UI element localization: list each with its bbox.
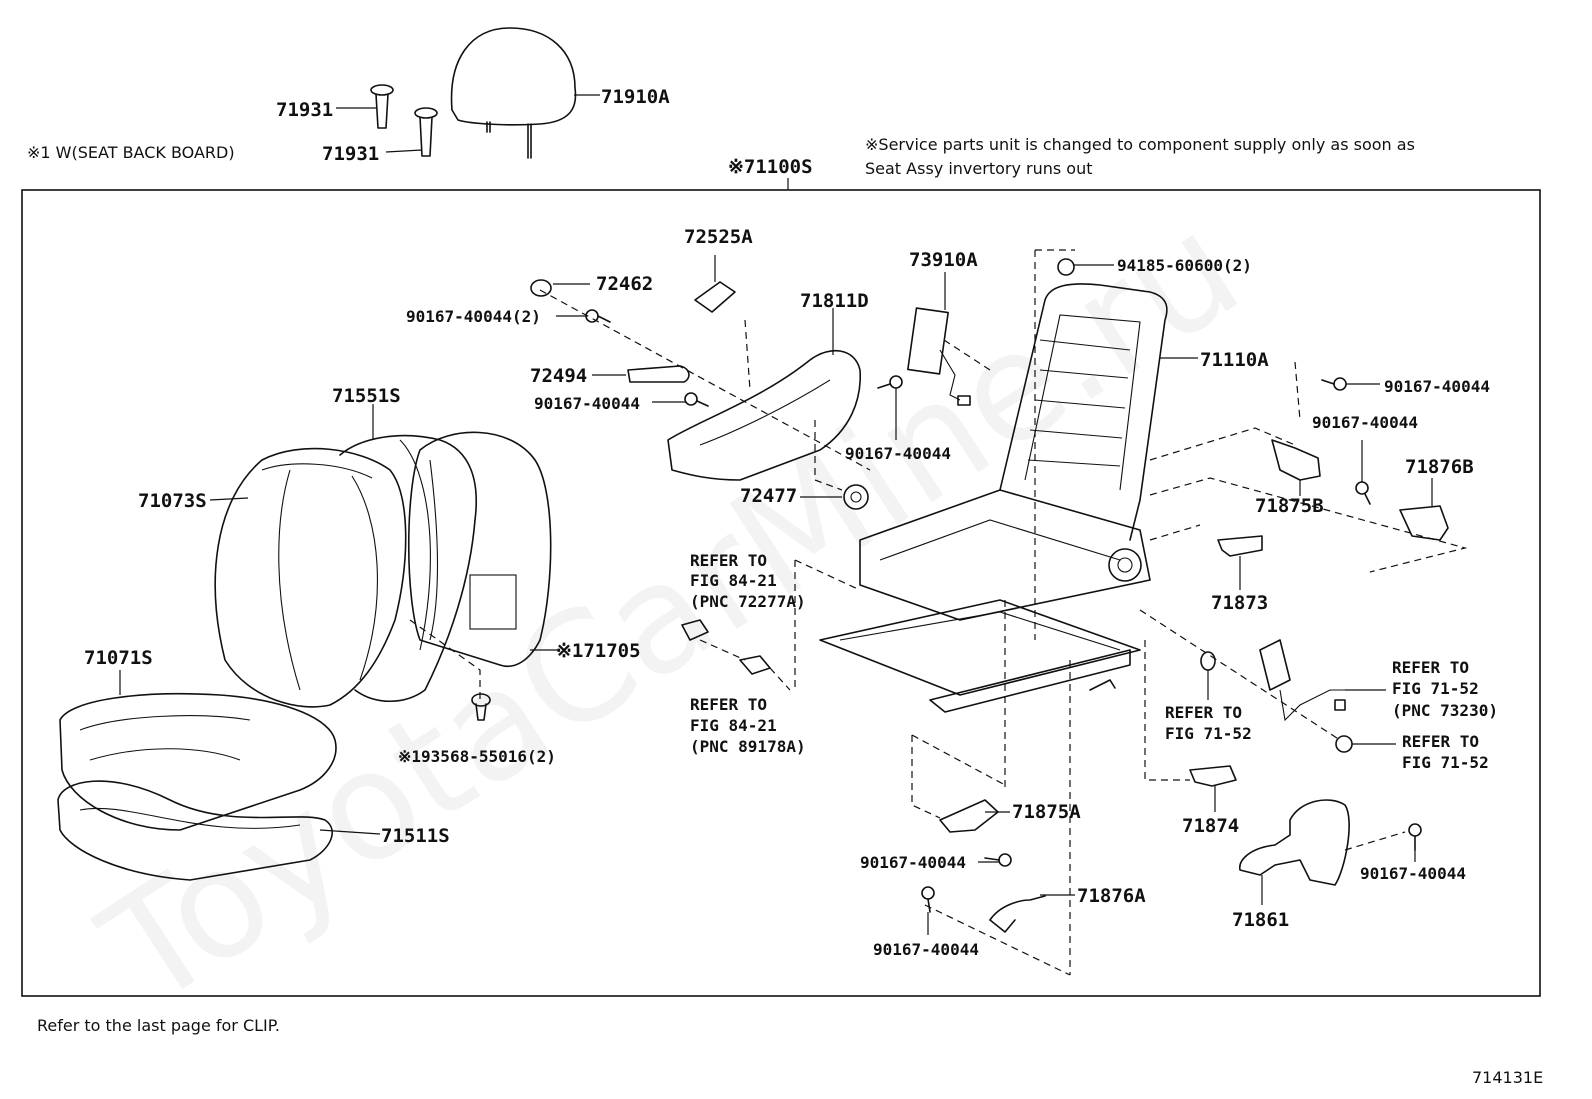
label-72494: 72494: [530, 365, 587, 387]
label-90167-e: 90167-40044: [860, 853, 966, 872]
nut-94185: [1057, 258, 1075, 276]
screw-90167-f: [921, 886, 935, 913]
seat-cushion-pad-71511s: [57, 780, 333, 881]
ref1-line3: (PNC 72277A): [690, 592, 806, 611]
headrest-71910a: [450, 27, 577, 159]
headrest-guide-71931-b: [414, 107, 438, 157]
lever-72525a: [694, 281, 736, 313]
clip-193568: [471, 693, 491, 721]
cover-71861: [1239, 799, 1350, 886]
bracket-71874: [1189, 765, 1237, 787]
label-90167-c: 90167-40044: [1384, 377, 1490, 396]
connector-72277a: [681, 619, 709, 641]
note-clip: Refer to the last page for CLIP.: [37, 1016, 280, 1035]
screw-90167-a: [684, 392, 709, 407]
screw-90167-g: [1408, 823, 1422, 851]
label-90167-a: 90167-40044: [534, 394, 640, 413]
screw-90167-top: [585, 309, 611, 323]
label-71551s: 71551S: [332, 385, 401, 407]
airbag-73910a: [907, 307, 971, 406]
ref4-line1: REFER TO: [1392, 658, 1469, 677]
ref1-line1: REFER TO: [690, 551, 767, 570]
seat-frame-71110a: [819, 283, 1168, 713]
label-90167-b: 90167-40044: [845, 444, 951, 463]
label-71511s: 71511S: [381, 825, 450, 847]
label-71100s: ※71100S: [728, 156, 813, 178]
label-71931-a: 71931: [276, 99, 333, 121]
watermark: ToyotaCarMine.ru: [74, 181, 1269, 1041]
label-71876b: 71876B: [1405, 456, 1474, 478]
bracket-71875b: [1271, 439, 1321, 481]
label-193568: ※193568-55016(2): [398, 747, 556, 766]
cover-72477: [843, 484, 869, 510]
ref3-line2: FIG 71-52: [1165, 724, 1252, 743]
label-71875b: 71875B: [1255, 495, 1324, 517]
ref3-line1: REFER TO: [1165, 703, 1242, 722]
label-72462: 72462: [596, 273, 653, 295]
screw-90167-e: [984, 853, 1012, 867]
note-service-line2: Seat Assy invertory runs out: [865, 159, 1093, 178]
screw-90167-d: [1355, 481, 1371, 505]
ref5-line2: FIG 71-52: [1402, 753, 1489, 772]
label-71875a: 71875A: [1012, 801, 1081, 823]
label-94185: 94185-60600(2): [1117, 256, 1252, 275]
label-72477: 72477: [740, 485, 797, 507]
label-90167-g: 90167-40044: [1360, 864, 1466, 883]
label-71873: 71873: [1211, 592, 1268, 614]
label-72525a: 72525A: [684, 226, 753, 248]
note-seat-back-board: ※1 W(SEAT BACK BOARD): [27, 143, 235, 162]
label-90167-d: 90167-40044: [1312, 413, 1418, 432]
label-71931-b: 71931: [322, 143, 379, 165]
bracket-71873: [1217, 535, 1263, 557]
note-service-line1: ※Service parts unit is changed to compon…: [865, 135, 1415, 154]
ref5-line1: REFER TO: [1402, 732, 1479, 751]
nut-ref-71-52: [1335, 735, 1353, 753]
ref1-line2: FIG 84-21: [690, 571, 777, 590]
label-171705: ※171705: [556, 640, 641, 662]
ref4-line2: FIG 71-52: [1392, 679, 1479, 698]
bracket-71876b: [1399, 505, 1449, 541]
handle-72494: [627, 365, 690, 383]
seat-back-cover-71073s: [214, 447, 407, 708]
ref2-line3: (PNC 89178A): [690, 737, 806, 756]
ref2-line1: REFER TO: [690, 695, 767, 714]
label-90167-2: 90167-40044(2): [406, 307, 541, 326]
seat-cushion-cover-71071s: [59, 692, 337, 831]
label-71874: 71874: [1182, 815, 1239, 837]
label-71861: 71861: [1232, 909, 1289, 931]
label-71910a: 71910A: [601, 86, 670, 108]
label-71110a: 71110A: [1200, 349, 1269, 371]
label-71071s: 71071S: [84, 647, 153, 669]
cap-72462: [530, 279, 552, 297]
bracket-71876a: [989, 895, 1046, 933]
label-73910a: 73910A: [909, 249, 978, 271]
headrest-guide-71931-a: [370, 84, 394, 129]
bracket-71875a: [939, 799, 999, 833]
seat-back-board-171705: [407, 431, 552, 667]
seatbelt-buckle-ref-73230: [1259, 639, 1346, 722]
washer-ref-71-52: [1200, 651, 1216, 671]
label-71876a: 71876A: [1077, 885, 1146, 907]
screw-90167-c: [1321, 377, 1347, 391]
label-71073s: 71073S: [138, 490, 207, 512]
seat-back-pad-71551s: [339, 434, 478, 702]
ref2-line2: FIG 84-21: [690, 716, 777, 735]
figure-id: 714131E: [1472, 1068, 1543, 1087]
label-71811d: 71811D: [800, 290, 869, 312]
ref4-line3: (PNC 73230): [1392, 701, 1498, 720]
assembly-frame: [21, 189, 1541, 997]
label-90167-f: 90167-40044: [873, 940, 979, 959]
